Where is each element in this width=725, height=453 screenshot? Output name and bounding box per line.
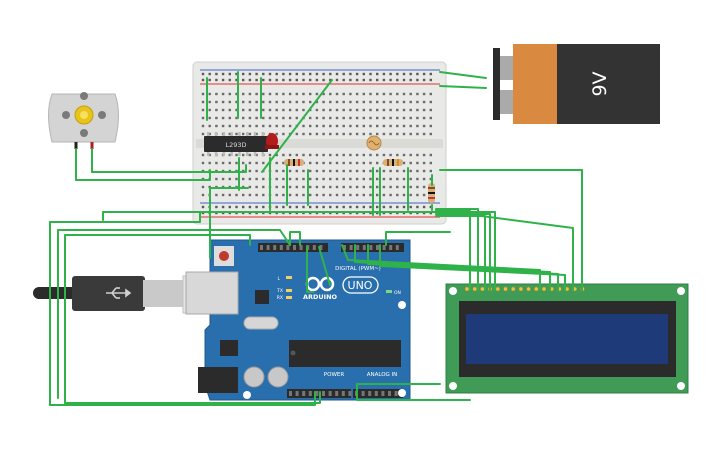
power-header-label: POWER [324, 372, 345, 378]
battery-9v[interactable]: 9V [493, 44, 660, 124]
resistor-1[interactable] [284, 159, 304, 166]
wire-28[interactable] [57, 229, 291, 399]
led-rx-label: RX [277, 295, 283, 301]
wire-34[interactable] [354, 244, 551, 291]
wire-19[interactable] [435, 209, 574, 291]
wire-22[interactable] [435, 215, 486, 291]
wire-24[interactable] [435, 210, 471, 291]
wire-32[interactable] [318, 246, 331, 286]
battery-body [513, 44, 557, 124]
wire-35[interactable] [367, 244, 559, 291]
led-on-label: ON [394, 290, 401, 296]
battery-cap [557, 44, 660, 124]
wire-30[interactable] [289, 231, 301, 246]
wire-27[interactable] [64, 234, 251, 404]
resistor-3[interactable] [428, 183, 435, 203]
lcd-screen [466, 314, 668, 364]
battery-label: 9V [589, 71, 611, 96]
wire-41[interactable] [356, 383, 441, 393]
wire-18[interactable] [439, 169, 583, 291]
wire-26[interactable] [49, 211, 201, 406]
wire-20[interactable] [435, 211, 496, 291]
arduino-model-label: UNO [348, 279, 373, 292]
reset-button[interactable] [219, 251, 229, 261]
wire-29[interactable] [209, 187, 249, 259]
dc-motor[interactable] [48, 92, 119, 149]
wire-25[interactable] [102, 211, 437, 221]
wire-33[interactable] [341, 244, 541, 291]
led-tx-label: TX [276, 288, 283, 294]
wire-40[interactable] [356, 391, 471, 401]
usb-icon [106, 287, 132, 299]
wire-36[interactable] [379, 244, 566, 291]
digital-header-label: DIGITAL (PWM~) [335, 266, 381, 272]
l293d-chip[interactable]: L293D [204, 132, 268, 156]
wire-39[interactable] [64, 391, 321, 404]
red-led[interactable] [265, 133, 279, 149]
photoresistor[interactable] [366, 135, 382, 151]
wire-4[interactable] [91, 148, 247, 173]
lcd-16x2[interactable] [445, 283, 689, 394]
led-l-label: L [277, 276, 280, 282]
chip-label: L293D [225, 141, 246, 149]
wire-9[interactable] [261, 79, 333, 173]
wire-31[interactable] [306, 246, 314, 293]
wire-21[interactable] [435, 213, 491, 291]
wire-1[interactable] [439, 71, 487, 79]
motor-shaft-icon [74, 105, 94, 125]
resistor-2[interactable] [383, 159, 403, 166]
wires[interactable] [49, 71, 583, 406]
wire-2[interactable] [439, 85, 487, 89]
wire-23[interactable] [435, 208, 479, 291]
arduino-brand-label: ARDUINO [303, 293, 338, 301]
wire-3[interactable] [75, 148, 211, 181]
wire-38[interactable] [49, 391, 316, 406]
wire-37[interactable] [385, 231, 451, 246]
analog-header-label: ANALOG IN [367, 372, 398, 378]
